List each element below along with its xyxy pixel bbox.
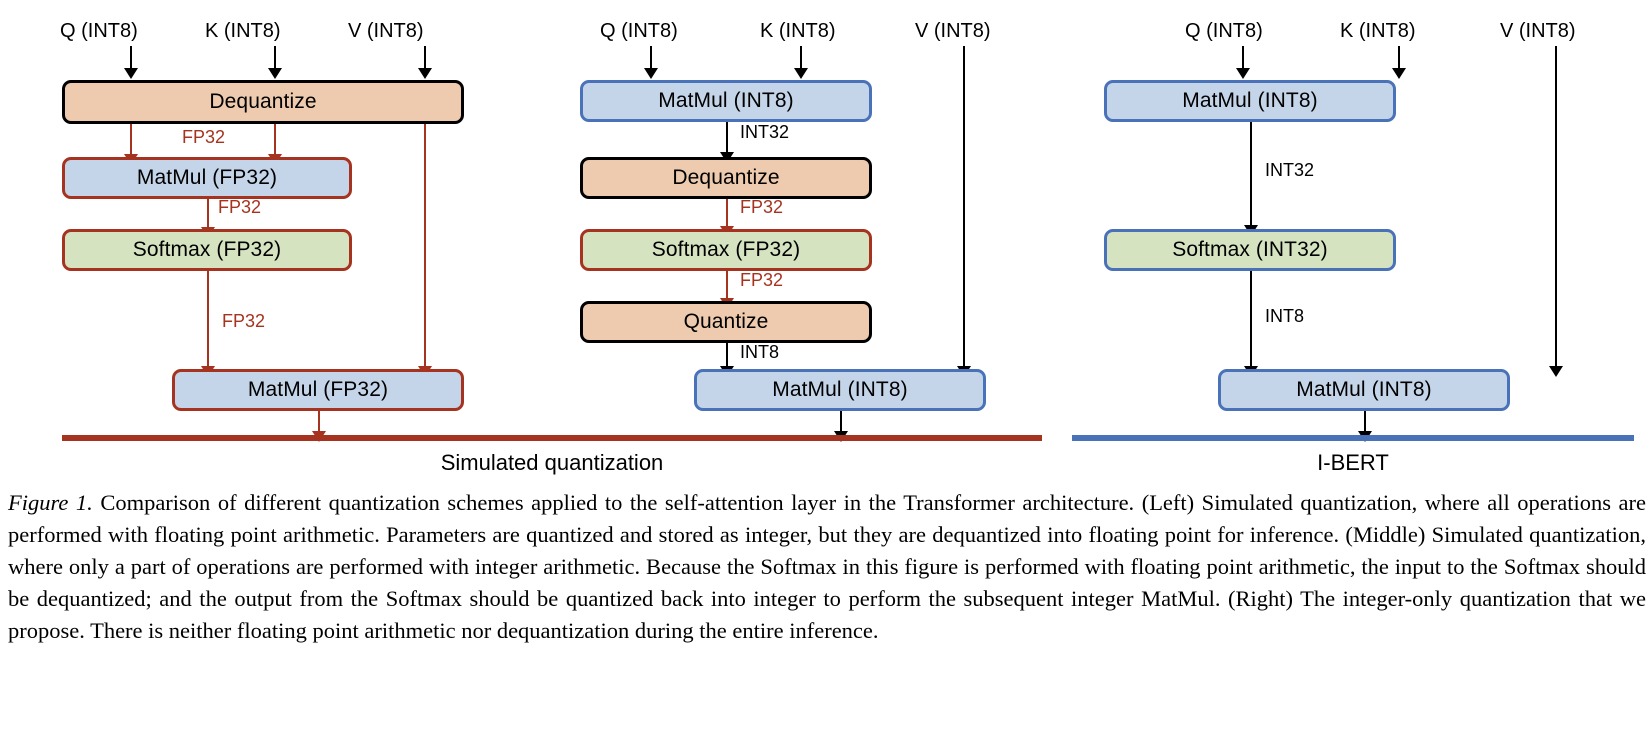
node-dequantize-left[interactable]: Dequantize	[62, 80, 464, 124]
edge-label-int8-middle: INT8	[740, 342, 780, 362]
input-label-k-left: K (INT8)	[205, 20, 281, 42]
edge-label-int32-middle: INT32	[740, 122, 790, 142]
node-matmul-out-int8-middle[interactable]: MatMul (INT8)	[694, 369, 986, 411]
group-bar-ibert	[1072, 435, 1634, 441]
node-dequantize-middle[interactable]: Dequantize	[580, 157, 872, 199]
input-label-k-right: K (INT8)	[1340, 20, 1416, 42]
input-label-q-middle: Q (INT8)	[600, 20, 678, 42]
node-quantize-middle[interactable]: Quantize	[580, 301, 872, 343]
node-matmul-int8-right[interactable]: MatMul (INT8)	[1104, 80, 1396, 122]
figure-caption-label: Figure 1.	[8, 490, 93, 515]
input-label-q-right: Q (INT8)	[1185, 20, 1263, 42]
group-caption-ibert: I-BERT	[1317, 450, 1389, 475]
edge-label-fp32-1-middle: FP32	[740, 197, 784, 217]
input-label-q-left: Q (INT8)	[60, 20, 138, 42]
group-caption-simulated: Simulated quantization	[440, 450, 664, 475]
edge-label-fp32-1-left: FP32	[182, 127, 226, 147]
node-matmul-int8-middle[interactable]: MatMul (INT8)	[580, 80, 872, 122]
edge-label-int8-right: INT8	[1265, 306, 1305, 326]
edge-label-fp32-2-middle: FP32	[740, 270, 784, 290]
node-matmul-fp32-left[interactable]: MatMul (FP32)	[62, 157, 352, 199]
edge-label-fp32-2-left: FP32	[218, 197, 262, 217]
figure-diagram: Q (INT8) K (INT8) V (INT8) Dequantize FP…	[60, 20, 1634, 475]
input-label-v-left: V (INT8)	[348, 20, 424, 42]
node-softmax-fp32-left[interactable]: Softmax (FP32)	[62, 229, 352, 271]
figure-caption: Figure 1. Comparison of different quanti…	[8, 487, 1646, 647]
node-softmax-fp32-middle[interactable]: Softmax (FP32)	[580, 229, 872, 271]
figure-caption-text: Comparison of different quantization sch…	[8, 490, 1646, 643]
input-label-k-middle: K (INT8)	[760, 20, 836, 42]
node-matmul-out-int8-right[interactable]: MatMul (INT8)	[1218, 369, 1510, 411]
input-label-v-middle: V (INT8)	[915, 20, 991, 42]
edge-label-fp32-3-left: FP32	[222, 311, 266, 331]
node-matmul-out-fp32-left[interactable]: MatMul (FP32)	[172, 369, 464, 411]
node-softmax-int32-right[interactable]: Softmax (INT32)	[1104, 229, 1396, 271]
group-bar-simulated	[62, 435, 1042, 441]
input-label-v-right: V (INT8)	[1500, 20, 1576, 42]
edge-label-int32-right: INT32	[1265, 160, 1315, 180]
